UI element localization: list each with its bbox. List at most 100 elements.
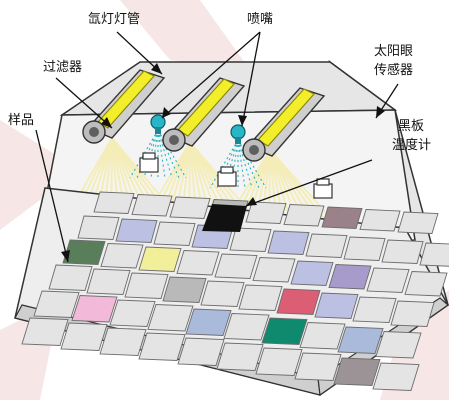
sample-panel: [267, 230, 310, 255]
sample-panel: [381, 239, 424, 264]
sample-panel: [200, 280, 245, 307]
spray-stream: [129, 129, 159, 179]
arrowhead: [246, 197, 257, 206]
spray-stream: [237, 139, 253, 189]
sample-panel: [77, 215, 120, 240]
sample-panel: [283, 204, 325, 227]
leader-nozzle-left: [161, 31, 261, 119]
arrowhead: [162, 107, 171, 118]
leader-arrowheads: [61, 63, 385, 262]
sample-tray: [14, 187, 449, 397]
sample-panel: [294, 352, 342, 381]
spray-stream: [157, 129, 166, 179]
sun-eye-sensor: [139, 152, 159, 173]
sample-panel: [86, 268, 131, 295]
sun-eye-sensor: [313, 178, 333, 199]
sample-panel: [397, 211, 439, 234]
sun-eye-sensors: [139, 152, 333, 199]
spray-stream: [209, 139, 239, 189]
labels: 氙灯灯管 喷嘴 过滤器 太阳眼 传感器 黑板 温度计 样品: [8, 12, 431, 153]
spray-stream: [157, 129, 187, 179]
sample-panel: [290, 260, 334, 286]
xenon-lamp: [162, 77, 246, 152]
label-xenon-lamp: 氙灯灯管: [88, 12, 140, 27]
spray-stream: [237, 139, 246, 189]
label-black-panel-line1: 黑板: [398, 119, 424, 134]
sample-panel: [343, 236, 386, 261]
label-black-panel-line2: 温度计: [392, 137, 431, 153]
nozzle-icon: [150, 114, 166, 134]
sample-panel: [147, 304, 194, 332]
lamp-end-cap-center: [169, 135, 179, 145]
sample-panel: [100, 243, 144, 269]
sample-panel: [375, 331, 422, 359]
sample-panel: [93, 191, 135, 214]
sample-panel: [223, 313, 270, 341]
arrowhead: [151, 63, 162, 74]
sample-panel: [419, 242, 449, 267]
sample-panel: [124, 272, 169, 299]
sample-panel: [214, 253, 258, 279]
label-samples: 样品: [8, 113, 34, 128]
label-nozzle: 喷嘴: [247, 12, 273, 27]
arrowhead: [376, 106, 385, 118]
label-filter: 过滤器: [43, 60, 82, 75]
leader-black-panel: [245, 159, 373, 207]
xenon-lamps: [82, 69, 326, 162]
sample-panel: [71, 295, 118, 323]
xenon-lamp: [242, 87, 326, 162]
sample-panel: [404, 271, 448, 297]
label-sun-eye-line1: 太阳眼: [374, 44, 413, 59]
sample-panel: [359, 209, 401, 232]
sun-eye-sensor: [217, 166, 237, 187]
sample-panel: [21, 317, 69, 346]
sample-panel: [333, 357, 381, 386]
sample-panel: [255, 347, 303, 376]
sample-panel: [372, 362, 420, 391]
sample-panel: [314, 292, 359, 319]
spray-stream: [157, 129, 173, 179]
sample-panel: [177, 337, 225, 366]
sample-panel: [138, 246, 182, 272]
sample-panel: [185, 308, 232, 336]
lamp-end-cap-center: [89, 127, 99, 137]
sample-panel: [33, 290, 80, 318]
leader-samples: [35, 129, 69, 263]
label-sun-eye-line2: 传感器: [374, 62, 413, 78]
sample-panel: [245, 201, 287, 224]
lamp-tube: [177, 78, 235, 137]
sample-panel: [99, 327, 147, 356]
sample-panel: [229, 227, 272, 252]
arrowhead: [61, 250, 70, 262]
sample-grid: [21, 191, 449, 391]
sample-panel: [238, 284, 283, 311]
sample-panel: [305, 233, 348, 258]
nozzles: [150, 114, 246, 144]
lamp-tube: [97, 70, 155, 129]
sample-panel: [366, 267, 410, 293]
sample-panel: [153, 221, 196, 246]
sample-panel: [328, 264, 372, 290]
sample-panel: [390, 300, 435, 327]
lamp-tube: [257, 88, 315, 147]
sample-panel: [60, 322, 108, 351]
sample-panel: [48, 264, 93, 291]
spray-stream: [157, 129, 180, 179]
spray-stream: [216, 139, 239, 189]
sample-panel: [109, 299, 156, 327]
sample-panel: [337, 326, 384, 354]
black-panel-thermometer: [202, 204, 247, 232]
spray-stream: [237, 139, 267, 189]
leader-filter: [55, 77, 113, 129]
leader-lines: [35, 31, 399, 263]
sample-panel: [138, 332, 186, 361]
sample-panel: [131, 194, 173, 217]
sample-panel: [162, 276, 207, 303]
sample-panel: [321, 206, 363, 229]
arrowhead: [238, 115, 247, 126]
sample-panel: [352, 296, 397, 323]
sample-panel: [252, 257, 296, 283]
arrowhead: [101, 117, 112, 128]
